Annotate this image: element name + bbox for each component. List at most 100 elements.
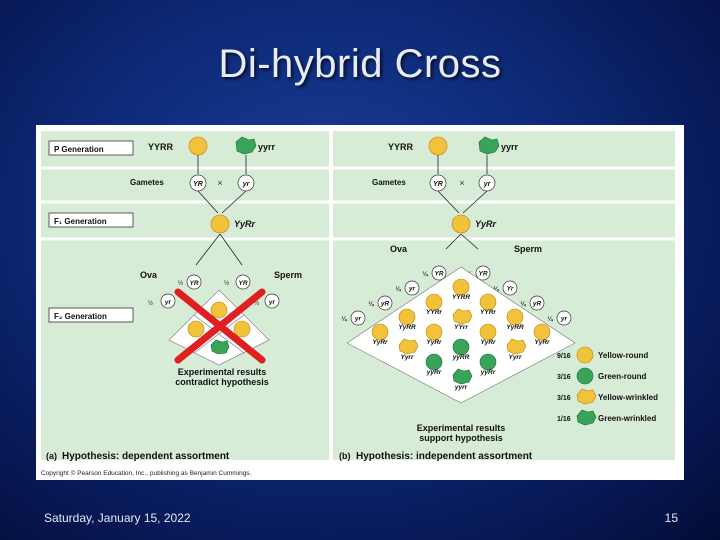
left-gamete2: yr bbox=[242, 181, 251, 188]
left-result-line1: Experimental results bbox=[178, 367, 267, 377]
slide-number: 15 bbox=[664, 511, 678, 525]
cross-sign: × bbox=[217, 178, 222, 188]
round-yellow-pea-icon bbox=[451, 214, 471, 234]
wrinkled-green-pea-icon bbox=[235, 136, 257, 155]
round-yellow-pea-icon bbox=[187, 320, 205, 338]
slide-title: Di-hybrid Cross bbox=[218, 42, 502, 86]
slide-date: Saturday, January 15, 2022 bbox=[44, 511, 191, 525]
legend-pea-icon bbox=[576, 346, 594, 364]
right-fraction: ¼ bbox=[547, 316, 553, 323]
wrinkled-green-pea-icon bbox=[478, 136, 500, 155]
right-sperm-gamete: yR bbox=[532, 301, 542, 308]
left-fraction: ½ bbox=[254, 300, 259, 307]
right-ova-gamete: yR bbox=[380, 301, 390, 308]
red-cross-icon bbox=[174, 288, 266, 364]
right-sperm-gamete-circle bbox=[475, 265, 491, 281]
pea-icon bbox=[533, 323, 551, 341]
right-caption: Hypothesis: independent assortment bbox=[356, 451, 533, 462]
arrow-line bbox=[462, 190, 488, 214]
right-fraction: ¼ bbox=[422, 271, 428, 278]
left-ova-label: Ova bbox=[140, 270, 158, 280]
right-gamete2: yr bbox=[483, 181, 492, 188]
left-gamete1: YR bbox=[193, 181, 203, 188]
right-fraction: ¼ bbox=[368, 301, 374, 308]
wrinkled-green-pea-icon bbox=[210, 339, 230, 355]
punnett-cell-genotype: YyRr bbox=[426, 339, 442, 346]
punnett-cell-genotype: YyRr bbox=[480, 339, 496, 346]
pea-icon bbox=[398, 308, 416, 326]
punnett-outline bbox=[346, 266, 576, 404]
f2-generation-box bbox=[48, 307, 134, 323]
legend-pea-icon bbox=[576, 409, 597, 426]
punnett-cell-genotype: YYrr bbox=[454, 324, 468, 331]
pea-icon bbox=[452, 338, 470, 356]
arrow-line bbox=[195, 233, 221, 266]
arrow-line bbox=[219, 233, 243, 266]
punnett-cell-genotype: YyRR bbox=[506, 324, 524, 331]
round-yellow-pea-icon bbox=[188, 136, 208, 156]
left-parent2-genotype: yyrr bbox=[258, 142, 276, 152]
punnett-cell-genotype: YyRR bbox=[398, 324, 416, 331]
right-ova-gamete-circle bbox=[350, 310, 366, 326]
f1-generation-box bbox=[48, 212, 134, 228]
right-f1-genotype: YyRr bbox=[475, 219, 497, 229]
punnett-cell-genotype: Yyrr bbox=[400, 354, 413, 361]
punnett-cell-genotype: YYRR bbox=[452, 294, 470, 301]
left-caption-letter: (a) bbox=[46, 451, 57, 461]
right-sperm-gamete-circle bbox=[556, 310, 572, 326]
p-generation-label: P Generation bbox=[54, 145, 104, 154]
pea-icon bbox=[479, 353, 497, 371]
punnett-cell-genotype: yyRr bbox=[480, 369, 496, 376]
pea-icon bbox=[452, 368, 473, 385]
right-ova-gamete: YR bbox=[434, 271, 443, 278]
punnett-cell-genotype: yyRr bbox=[426, 369, 442, 376]
right-fraction: ¼ bbox=[395, 286, 401, 293]
left-caption: Hypothesis: dependent assortment bbox=[62, 451, 230, 462]
right-fraction: ¼ bbox=[341, 316, 347, 323]
arrow-line bbox=[197, 190, 219, 214]
f2-generation-label: F₂ Generation bbox=[54, 312, 107, 321]
legend-label: Yellow-round bbox=[598, 351, 648, 360]
right-sperm-gamete-circle bbox=[529, 295, 545, 311]
left-ova-gamete: YR bbox=[189, 280, 198, 287]
right-ova-gamete-circle bbox=[431, 265, 447, 281]
punnett-cell-genotype: Yyrr bbox=[508, 354, 521, 361]
left-sperm-gamete: YR bbox=[238, 280, 247, 287]
cross-sign: × bbox=[459, 178, 464, 188]
round-yellow-pea-icon bbox=[210, 301, 228, 319]
left-ova-gamete-circle bbox=[186, 274, 202, 290]
pea-icon bbox=[506, 308, 524, 326]
left-parent1-genotype: YYRR bbox=[148, 142, 174, 152]
round-yellow-pea-icon bbox=[210, 214, 230, 234]
right-gametes-label: Gametes bbox=[372, 178, 406, 187]
pea-icon bbox=[506, 338, 527, 355]
left-ova-gamete: yr bbox=[164, 299, 172, 306]
punnett-cell-genotype: YyRr bbox=[534, 339, 550, 346]
legend-pea-icon bbox=[576, 367, 594, 385]
left-fraction: ½ bbox=[224, 280, 229, 287]
arrow-line bbox=[221, 190, 247, 214]
punnett-cell-genotype: yyRR bbox=[452, 354, 470, 361]
right-sperm-gamete: yr bbox=[560, 316, 568, 323]
right-fraction: ¼ bbox=[493, 286, 499, 293]
pea-icon bbox=[479, 323, 497, 341]
left-sperm-label: Sperm bbox=[274, 270, 302, 280]
right-fraction: ¼ bbox=[520, 301, 526, 308]
right-punnett-square: YYRRYYRrYyRRYyRrYYRrYYrrYyRrYyrrYyRRYyRr… bbox=[346, 266, 576, 404]
right-gamete1: YR bbox=[433, 181, 443, 188]
right-result-line1: Experimental results bbox=[417, 423, 506, 433]
left-fraction: ½ bbox=[148, 300, 153, 307]
arrow-line bbox=[460, 233, 479, 250]
left-fraction: ½ bbox=[178, 280, 183, 287]
legend-pea-icon bbox=[576, 388, 597, 405]
left-sperm-gamete-circle bbox=[235, 274, 251, 290]
punnett-cell-genotype: YYRr bbox=[480, 309, 496, 316]
legend-fraction: 3/16 bbox=[557, 395, 571, 402]
pea-icon bbox=[371, 323, 389, 341]
left-sperm-gamete: yr bbox=[268, 299, 276, 306]
pea-icon bbox=[479, 293, 497, 311]
punnett-cell-genotype: YyRr bbox=[372, 339, 388, 346]
left-sperm-gamete-circle bbox=[264, 293, 280, 309]
legend-label: Green-wrinkled bbox=[598, 414, 656, 423]
round-yellow-pea-icon bbox=[428, 136, 448, 156]
